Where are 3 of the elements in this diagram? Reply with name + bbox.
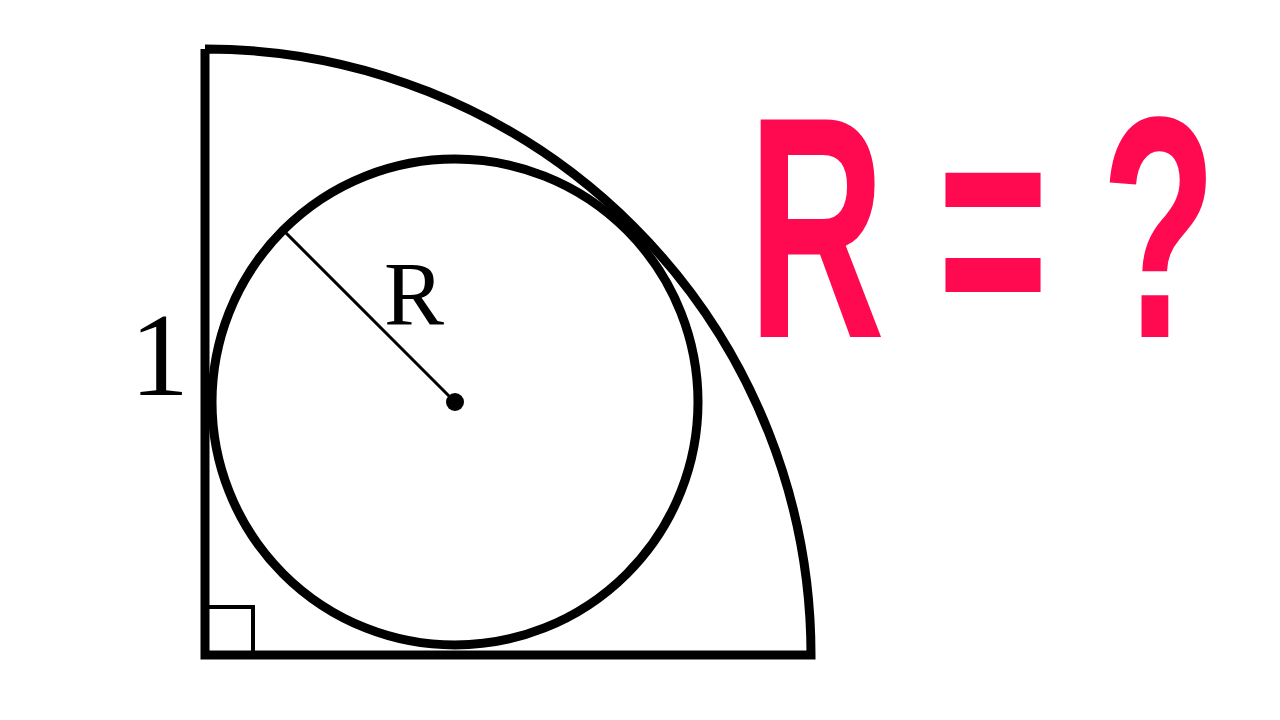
side-length-label: 1 [130, 297, 189, 415]
question-heading: R = ? [748, 70, 1217, 386]
radius-label: R [384, 250, 445, 340]
